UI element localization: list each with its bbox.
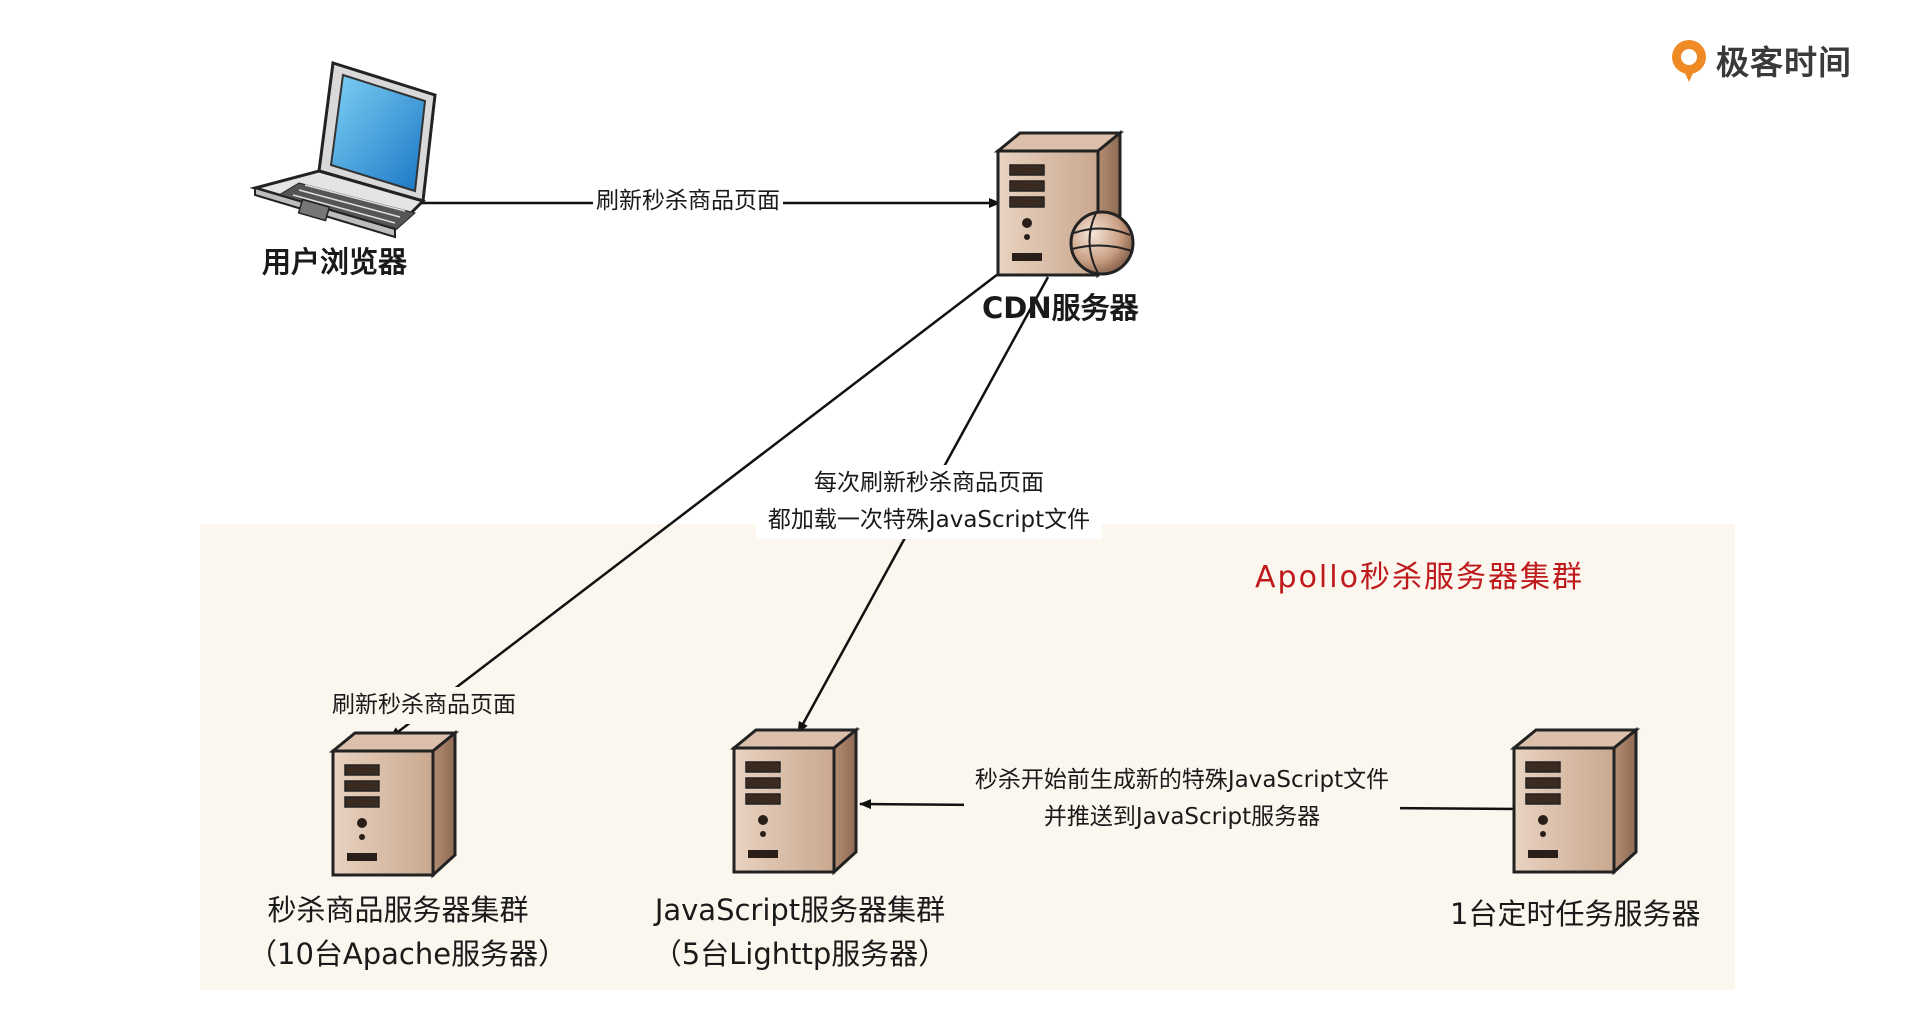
edge-label-timer-to-js: 秒杀开始前生成新的特殊JavaScript文件 并推送到JavaScript服务… [964,762,1400,836]
edge-label-cdn-to-goods: 刷新秒杀商品页面 [329,687,519,724]
edge-label-cdn-to-js-line1: 每次刷新秒杀商品页面 [814,470,1044,496]
server-icon-goods [331,731,457,877]
goods-cluster-label: 秒杀商品服务器集群 （10台Apache服务器） [248,888,568,976]
goods-cluster-detail: （10台Apache服务器） [248,937,568,971]
js-cluster-detail: （5台Lighttp服务器） [652,937,948,971]
js-cluster-name: JavaScript服务器集群 [654,893,946,927]
geektime-logo-icon [1672,40,1706,82]
browser-label: 用户浏览器 [262,245,408,279]
goods-cluster-name: 秒杀商品服务器集群 [267,893,529,927]
server-icon-js [732,728,858,874]
edge-cdn-to-goods [389,270,1003,739]
timer-server-label: 1台定时任务服务器 [1450,897,1701,931]
edge-label-timer-to-js-line1: 秒杀开始前生成新的特殊JavaScript文件 [974,767,1390,793]
server-icon-timer [1512,728,1638,874]
edge-label-browser-to-cdn: 刷新秒杀商品页面 [593,183,783,220]
js-cluster-label: JavaScript服务器集群 （5台Lighttp服务器） [640,888,960,976]
edge-label-cdn-to-js: 每次刷新秒杀商品页面 都加载一次特殊JavaScript文件 [756,465,1102,539]
web-server-icon [996,131,1135,277]
edge-label-timer-to-js-line2: 并推送到JavaScript服务器 [1043,804,1321,830]
cluster-title: Apollo秒杀服务器集群 [1255,560,1584,595]
brand-logo: 极客时间 [1668,36,1852,84]
edge-label-cdn-to-js-line2: 都加载一次特殊JavaScript文件 [767,507,1091,533]
laptop-icon [249,61,437,239]
cdn-label: CDN服务器 [982,291,1139,325]
brand-name: 极客时间 [1716,43,1852,82]
